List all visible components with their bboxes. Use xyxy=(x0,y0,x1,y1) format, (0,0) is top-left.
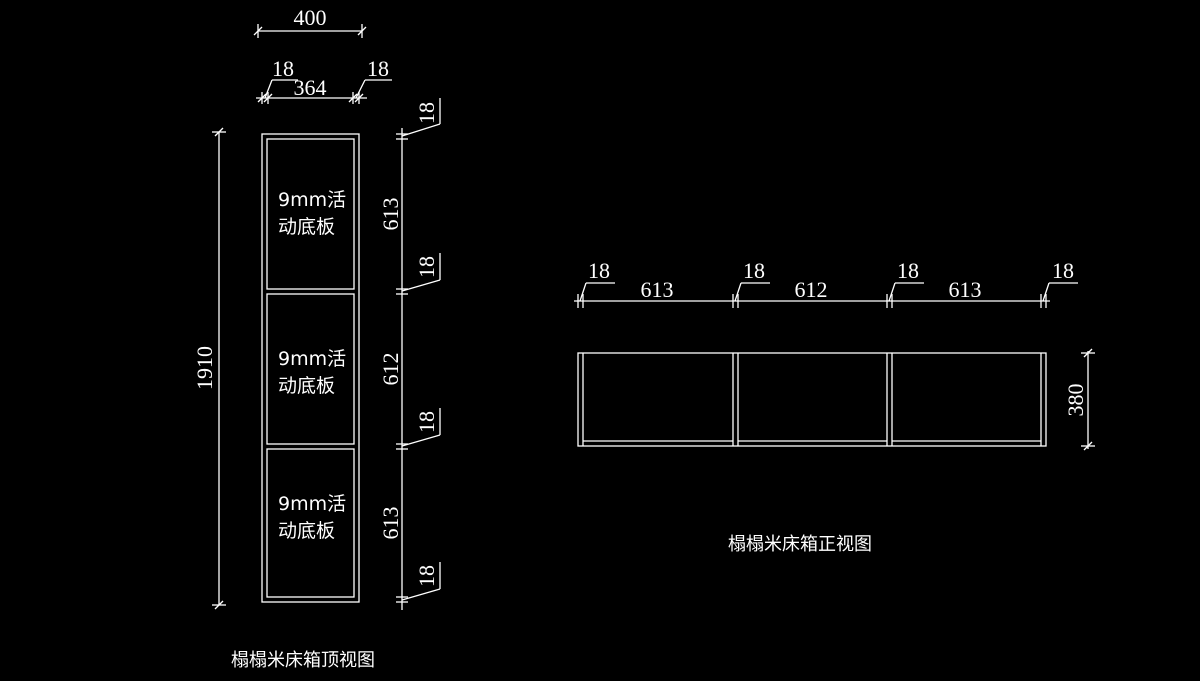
top-view-right-dim-5: 18 xyxy=(414,411,439,433)
front-view-top-dim-6: 613 xyxy=(949,277,982,302)
front-view-top-dim-7: 18 xyxy=(1052,258,1074,283)
top-view-right-dim-4: 612 xyxy=(378,353,403,386)
top-view-left-side-label: 18 xyxy=(272,56,294,81)
top-view-right-dim-3: 18 xyxy=(414,256,439,278)
top-view-right-side-label: 18 xyxy=(367,56,389,81)
compartment-1-note-line1: 9mm活 xyxy=(278,189,346,211)
compartment-3-note-line1: 9mm活 xyxy=(278,493,346,515)
front-view-top-dim-4: 612 xyxy=(795,277,828,302)
compartment-3-note-line2: 动底板 xyxy=(278,520,335,542)
top-view-caption: 榻榻米床箱顶视图 xyxy=(231,650,375,671)
front-view-geometry xyxy=(574,282,1095,451)
front-view-top-dim-5: 18 xyxy=(897,258,919,283)
top-view-right-dim-2: 613 xyxy=(378,198,403,231)
front-view-height-label: 380 xyxy=(1063,384,1088,417)
front-view-top-dim-2: 613 xyxy=(641,277,674,302)
front-view-caption: 榻榻米床箱正视图 xyxy=(728,534,872,555)
top-view-inner-width-label: 364 xyxy=(294,75,327,100)
top-view-right-dim-1: 18 xyxy=(414,102,439,124)
front-view-top-dim-1: 18 xyxy=(588,258,610,283)
top-view-right-dim-6: 613 xyxy=(378,507,403,540)
top-view-geometry xyxy=(212,24,441,610)
front-view-top-dim-3: 18 xyxy=(743,258,765,283)
top-view-right-dim-7: 18 xyxy=(414,565,439,587)
compartment-2-note-line1: 9mm活 xyxy=(278,348,346,370)
top-view-length-label: 1910 xyxy=(192,346,217,390)
top-view-overall-width-label: 400 xyxy=(294,5,327,30)
compartment-2-note-line2: 动底板 xyxy=(278,375,335,397)
compartment-1-note-line2: 动底板 xyxy=(278,216,335,238)
